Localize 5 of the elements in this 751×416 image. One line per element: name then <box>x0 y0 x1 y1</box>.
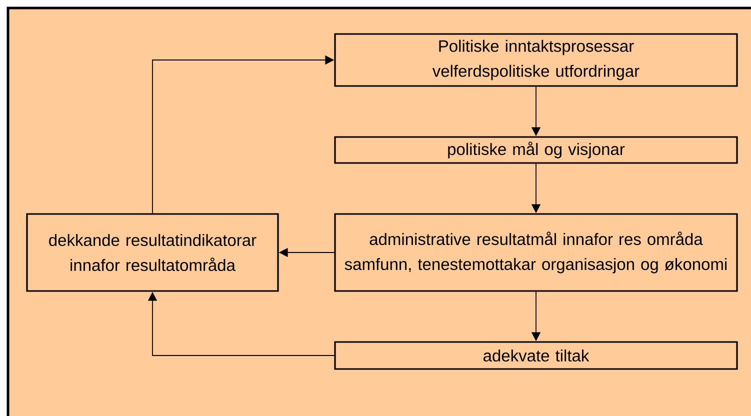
process-box: Politiske inntaktsprosessar velferdspolitiske utfordringar <box>334 33 738 87</box>
process-box: adekvate tiltak <box>334 341 738 370</box>
process-box: administrative resultatmål innafor res områda samfunn, tenestemottakar organisasjon og økonomi <box>334 213 738 292</box>
process-box: dekkande resultatindikatorar innafor resultatområda <box>26 213 279 292</box>
process-box: politiske mål og visjonar <box>334 136 738 164</box>
